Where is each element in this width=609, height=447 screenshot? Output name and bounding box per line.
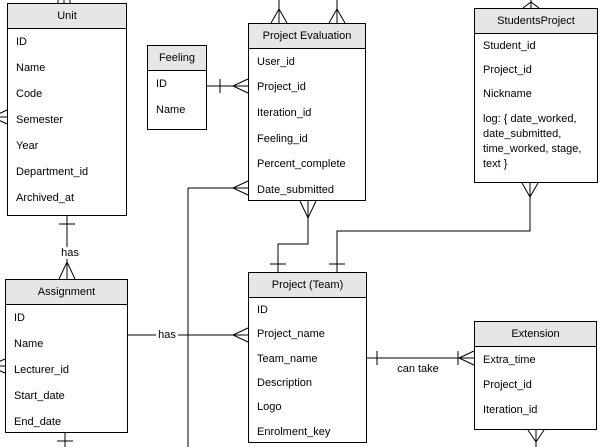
- attribute-row: Feeling_id: [257, 132, 308, 145]
- entity-attributes: User_id Project_id Iteration_id Feeling_…: [249, 49, 365, 200]
- attribute-row: ID: [14, 312, 25, 324]
- entity-title: StudentsProject: [475, 9, 597, 34]
- attribute-row: Code: [16, 88, 43, 100]
- attribute-row: Year: [16, 140, 39, 152]
- attribute-row: log: { date_worked, date_submitted, time…: [483, 113, 582, 170]
- entity-unit[interactable]: Unit ID Name Code Semester Year Departme…: [7, 3, 127, 216]
- connector-studentsproject-top: [522, 0, 540, 9]
- relationship-label-assignment-has-projectteam: has: [156, 329, 178, 341]
- attribute-row: Date_submitted: [257, 183, 335, 196]
- attribute-row: Name: [14, 338, 44, 350]
- entity-studentsproject[interactable]: StudentsProject Student_id Project_id Ni…: [474, 8, 598, 183]
- entity-extension[interactable]: Extension Extra_time Project_id Iteratio…: [474, 321, 597, 430]
- attribute-row: Name: [16, 62, 46, 74]
- attribute-row: Student_id: [483, 40, 536, 52]
- attribute-row: Project_name: [257, 328, 325, 341]
- connector-offscreen-projectevaluation: [187, 180, 249, 447]
- entity-attributes: ID Name Code Semester Year Department_id…: [8, 29, 126, 211]
- attribute-row: Lecturer_id: [14, 364, 70, 376]
- entity-attributes: Student_id Project_id Nickname log: { da…: [475, 34, 597, 170]
- entity-project-team[interactable]: Project (Team) ID Project_name Team_name…: [248, 272, 367, 443]
- connector-extension-bottom: [527, 429, 545, 447]
- attribute-row: ID: [257, 304, 268, 317]
- connector-projectevaluation-projectteam: [270, 200, 317, 272]
- entity-title: Unit: [8, 4, 126, 29]
- attribute-row: Percent_complete: [257, 158, 346, 171]
- entity-title: Feeling: [148, 46, 206, 71]
- connector-assignment-projectteam: [128, 327, 249, 343]
- connector-assignment-left: [0, 358, 6, 374]
- entity-assignment[interactable]: Assignment ID Name Lecturer_id Start_dat…: [5, 279, 128, 433]
- attribute-row: Archived_at: [16, 192, 75, 204]
- attribute-row: Name: [156, 104, 186, 116]
- connector-projectevaluation-top-right: [328, 0, 346, 24]
- relationship-label-unit-has-assignment: has: [59, 247, 81, 259]
- crows-foot-icon: [0, 109, 8, 125]
- attribute-row: Project_id: [483, 378, 532, 391]
- attribute-row: ID: [156, 78, 167, 90]
- entity-title: Extension: [475, 322, 596, 347]
- connector-projectevaluation-top-left: [270, 0, 288, 24]
- attribute-row: User_id: [257, 55, 295, 68]
- attribute-row: Logo: [257, 401, 282, 414]
- attribute-row: Project_id: [483, 64, 532, 76]
- attribute-row: Semester: [16, 114, 64, 126]
- attribute-row: Start_date: [14, 390, 65, 402]
- connector-feeling-projectevaluation: [207, 78, 249, 94]
- entity-attributes: ID Name: [148, 71, 206, 123]
- attribute-row: Nickname: [483, 88, 532, 100]
- entity-project-evaluation[interactable]: Project Evaluation User_id Project_id It…: [248, 23, 366, 201]
- attribute-row: Extra_time: [483, 353, 536, 366]
- entity-title: Project Evaluation: [249, 24, 365, 49]
- entity-attributes: ID Name Lecturer_id Start_date End_date: [6, 305, 127, 432]
- attribute-row: Team_name: [257, 352, 318, 365]
- attribute-row: Iteration_id: [483, 403, 538, 416]
- attribute-row: Project_id: [257, 81, 306, 94]
- entity-attributes: Extra_time Project_id Iteration_id: [475, 347, 596, 422]
- attribute-row: Description: [257, 377, 313, 390]
- attribute-row: End_date: [14, 416, 62, 428]
- connector-studentsproject-projectteam: [329, 182, 539, 272]
- connector-unit-left: [0, 109, 8, 125]
- relationship-label-projectteam-cantake-extension: can take: [395, 363, 441, 375]
- attribute-row: Enrolment_key: [257, 425, 331, 438]
- connector-unit-top: [57, 0, 71, 3]
- connector-projectteam-extension: [367, 350, 475, 366]
- entity-title: Assignment: [6, 280, 127, 305]
- connector-assignment-bottom: [57, 433, 73, 447]
- attribute-row: ID: [16, 36, 27, 48]
- attribute-row: Department_id: [16, 166, 89, 178]
- entity-title: Project (Team): [249, 273, 366, 298]
- entity-feeling[interactable]: Feeling ID Name: [147, 45, 207, 130]
- attribute-row: Iteration_id: [257, 106, 312, 119]
- entity-attributes: ID Project_name Team_name Description Lo…: [249, 298, 366, 442]
